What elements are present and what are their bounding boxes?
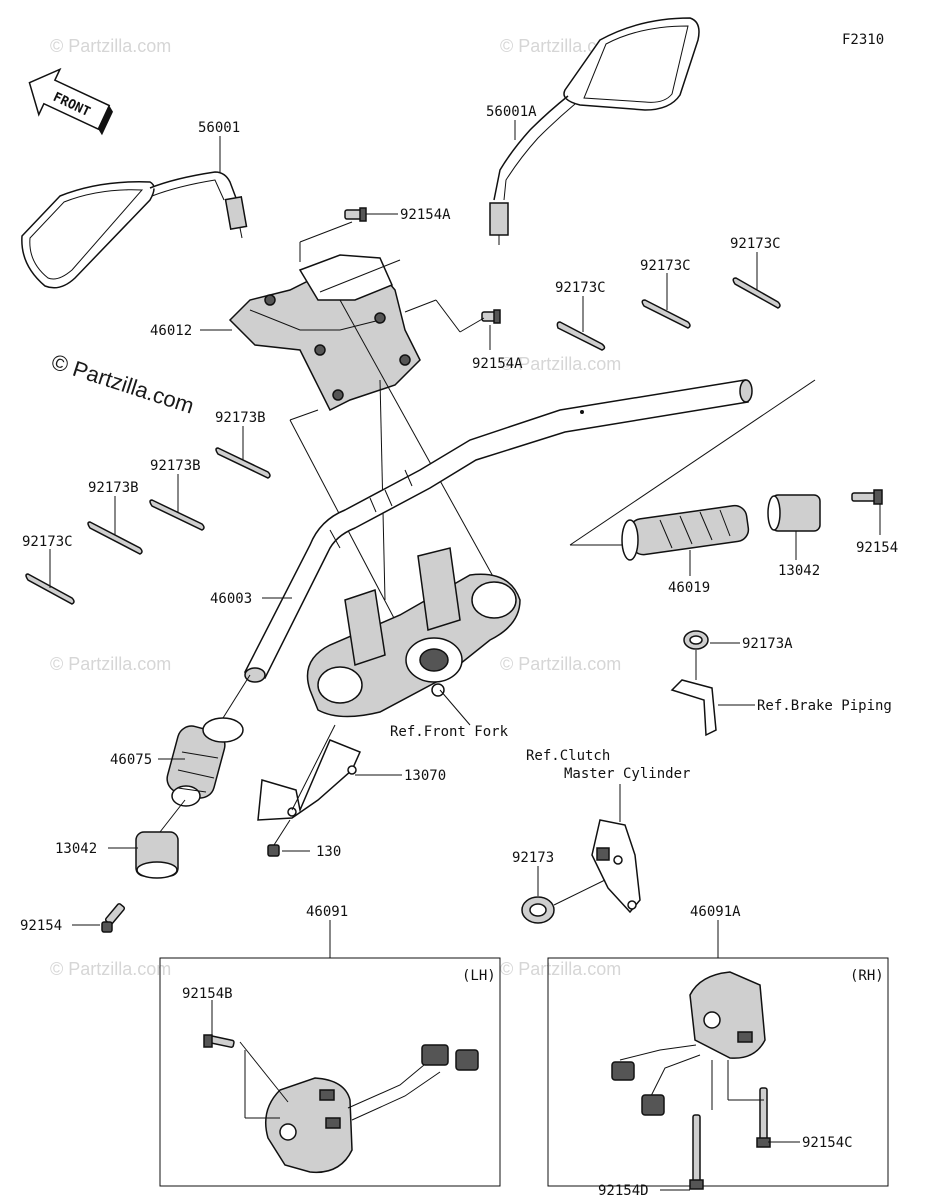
right-grip-icon <box>621 504 750 561</box>
label-92154a-mid: 92154A <box>472 356 523 372</box>
label-92173b-3: 92173B <box>88 480 139 496</box>
label-ref-clutch: Ref.Clutch <box>526 748 610 764</box>
label-92173c-4: 92173C <box>22 534 73 550</box>
label-13042-left: 13042 <box>55 841 97 857</box>
nut-icon <box>267 844 280 857</box>
rh-switch-icon <box>611 971 766 1116</box>
bolt-icon <box>756 1087 771 1148</box>
label-46091a: 46091A <box>690 904 741 920</box>
label-92154-right: 92154 <box>856 540 898 556</box>
right-mirror-icon <box>489 17 700 245</box>
left-mirror-icon <box>21 171 248 289</box>
watermark: © Partzilla.com <box>500 654 621 674</box>
label-46003: 46003 <box>210 591 252 607</box>
lh-switch-icon <box>265 1044 479 1174</box>
watermark: © Partzilla.com <box>50 654 171 674</box>
bolt-icon <box>481 309 501 324</box>
label-92173b-1: 92173B <box>215 410 266 426</box>
label-92173a: 92173A <box>742 636 793 652</box>
label-ref-clutch-master-cylinder: Master Cylinder <box>564 766 690 782</box>
watermark: © Partzilla.com <box>50 36 171 56</box>
handlebar-holder-icon <box>228 254 421 412</box>
lh-marker: (LH) <box>462 968 496 984</box>
label-92173: 92173 <box>512 850 554 866</box>
label-92173c-2: 92173C <box>640 258 691 274</box>
label-92173b-2: 92173B <box>150 458 201 474</box>
figure-code: F2310 <box>842 32 884 48</box>
bar-end-weight-icon <box>767 494 821 532</box>
clamp-icon <box>521 896 555 924</box>
bar-end-weight-icon <box>135 831 179 879</box>
triple-clamp-icon <box>306 547 521 718</box>
rh-marker: (RH) <box>850 968 884 984</box>
label-46012: 46012 <box>150 323 192 339</box>
front-arrow-icon: FRONT <box>28 67 113 136</box>
clamp-icon <box>670 630 717 737</box>
label-46091: 46091 <box>306 904 348 920</box>
handlebar-icon <box>243 379 753 683</box>
watermark: © Partzilla.com <box>500 354 621 374</box>
bolt-icon <box>101 903 126 933</box>
watermark: © Partzilla.com <box>50 959 171 979</box>
label-46075: 46075 <box>110 752 152 768</box>
clutch-bracket-icon <box>591 819 641 914</box>
pin-icon <box>25 277 781 605</box>
label-56001a: 56001A <box>486 104 537 120</box>
bolt-icon <box>203 1034 235 1048</box>
label-ref-brake-piping: Ref.Brake Piping <box>757 698 892 714</box>
label-13070: 13070 <box>404 768 446 784</box>
left-grip-icon <box>166 717 244 807</box>
label-92154d: 92154D <box>598 1183 649 1199</box>
watermark-main: © Partzilla.com <box>48 349 197 419</box>
label-92154c: 92154C <box>802 1135 853 1151</box>
watermark: © Partzilla.com <box>500 36 621 56</box>
label-13042-right: 13042 <box>778 563 820 579</box>
label-92173c-1: 92173C <box>555 280 606 296</box>
label-46019: 46019 <box>668 580 710 596</box>
label-56001: 56001 <box>198 120 240 136</box>
label-92154a-top: 92154A <box>400 207 451 223</box>
watermark-group: © Partzilla.com © Partzilla.com © Partzi… <box>48 36 621 979</box>
label-92154b: 92154B <box>182 986 233 1002</box>
label-130: 130 <box>316 844 341 860</box>
label-92173c-3: 92173C <box>730 236 781 252</box>
label-92154-left: 92154 <box>20 918 62 934</box>
label-ref-front-fork: Ref.Front Fork <box>390 724 509 740</box>
bracket-icon <box>257 739 362 821</box>
bolt-icon <box>851 489 883 505</box>
bolt-icon <box>344 207 367 222</box>
watermark: © Partzilla.com <box>500 959 621 979</box>
bolt-icon <box>689 1114 704 1190</box>
